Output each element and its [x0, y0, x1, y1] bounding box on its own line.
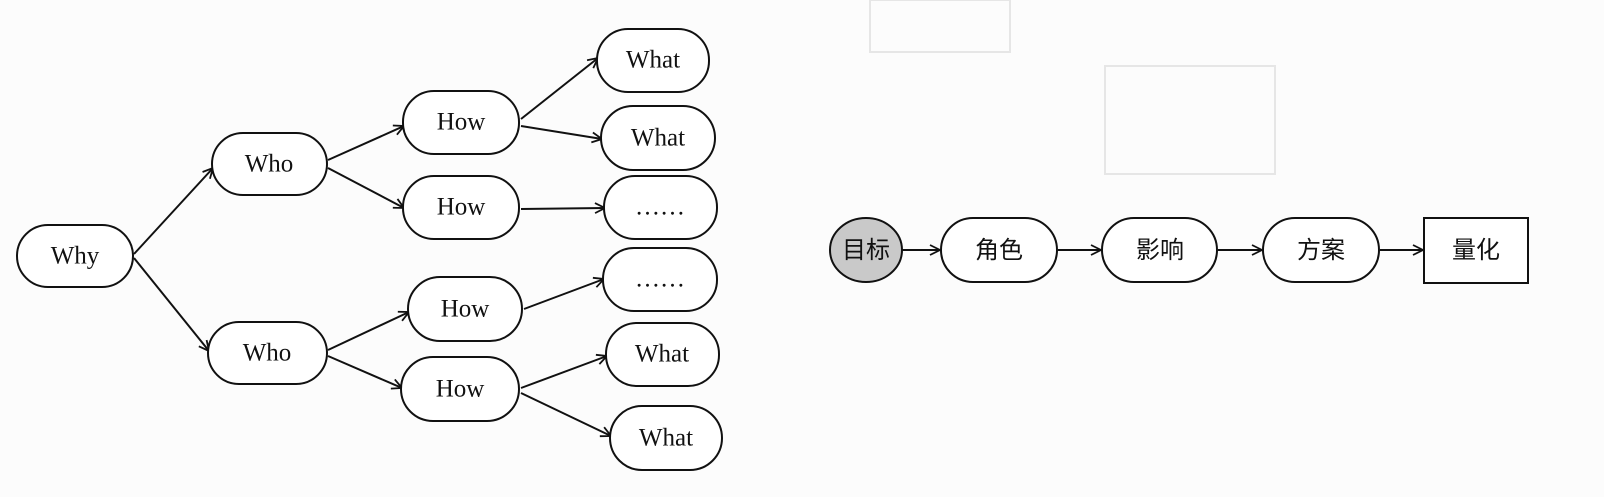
tree-node-how-1: How — [402, 90, 520, 155]
flow-node-role: 角色 — [940, 217, 1058, 283]
tree-node-ellipsis-2: …… — [602, 247, 718, 312]
tree-node-what-3: What — [605, 322, 720, 387]
tree-node-how-3: How — [407, 276, 523, 342]
edge-how3-ellipsis2 — [523, 279, 604, 310]
tree-node-what-4-label: What — [639, 425, 693, 452]
flow-node-impact: 影响 — [1101, 217, 1218, 283]
tree-node-ellipsis-1: …… — [603, 175, 718, 240]
flow-node-quantify: 量化 — [1423, 217, 1529, 284]
edge-who1-how1 — [327, 126, 404, 161]
tree-node-who-2-label: Who — [243, 340, 292, 367]
flow-node-goal: 目标 — [829, 217, 903, 283]
tree-node-ellipsis-2-label: …… — [635, 266, 685, 293]
tree-node-what-3-label: What — [635, 341, 689, 368]
edge-how2-ellipsis1 — [520, 208, 605, 209]
tree-node-how-4: How — [400, 356, 520, 422]
tree-node-who-1-label: Who — [245, 151, 294, 178]
tree-node-why-label: Why — [51, 243, 100, 270]
tree-node-how-2: How — [402, 175, 520, 240]
tree-node-what-1: What — [596, 28, 710, 93]
flow-node-role-label: 角色 — [975, 236, 1023, 264]
edge-how4-what4 — [520, 392, 611, 436]
flow-node-plan-label: 方案 — [1297, 236, 1345, 264]
tree-node-why: Why — [16, 224, 134, 288]
tree-node-what-1-label: What — [626, 47, 680, 74]
edge-how1-what2 — [520, 125, 602, 139]
edge-why-who2 — [133, 257, 209, 351]
tree-node-ellipsis-1-label: …… — [635, 194, 685, 221]
tree-node-how-2-label: How — [437, 194, 486, 221]
tree-node-what-2: What — [600, 105, 716, 171]
flow-node-impact-label: 影响 — [1136, 236, 1184, 264]
edge-who2-how4 — [327, 355, 402, 388]
edge-how4-what3 — [520, 356, 607, 389]
tree-node-how-4-label: How — [436, 376, 485, 403]
tree-edges — [133, 58, 611, 436]
tree-node-who-1: Who — [211, 132, 328, 196]
flow-node-plan: 方案 — [1262, 217, 1380, 283]
tree-node-how-1-label: How — [437, 109, 486, 136]
edge-how1-what1 — [520, 58, 598, 120]
tree-node-how-3-label: How — [441, 296, 490, 323]
tree-node-who-2: Who — [207, 321, 328, 385]
tree-node-what-2-label: What — [631, 125, 685, 152]
edge-why-who1 — [133, 168, 213, 255]
flow-node-quantify-label: 量化 — [1452, 236, 1500, 264]
edge-who1-how2 — [327, 167, 404, 208]
flow-node-goal-label: 目标 — [842, 236, 890, 264]
tree-node-what-4: What — [609, 405, 723, 471]
background-watermark — [869, 0, 1276, 175]
edge-who2-how3 — [327, 312, 409, 351]
